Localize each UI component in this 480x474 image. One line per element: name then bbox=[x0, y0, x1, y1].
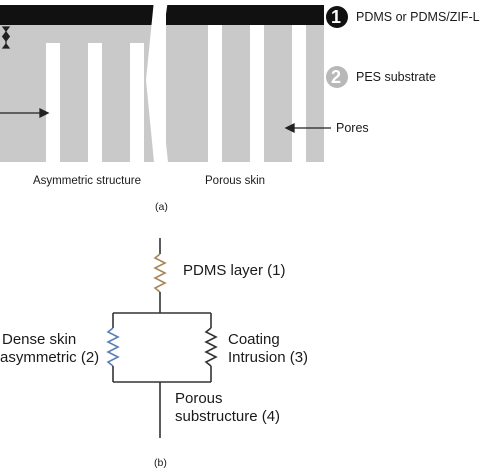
label-asymmetric-structure: Asymmetric structure bbox=[33, 175, 141, 187]
pore-left-1 bbox=[46, 43, 60, 162]
pore-left-2 bbox=[88, 43, 102, 162]
caption-b: (b) bbox=[154, 457, 167, 469]
resistor-coating-intrusion bbox=[204, 327, 218, 367]
badge-2-icon bbox=[326, 66, 348, 88]
label-dense-skin-line2: asymmetric (2) bbox=[0, 349, 100, 366]
pores-arrow-icon bbox=[284, 122, 331, 134]
badge-1-number: 1 bbox=[331, 7, 342, 27]
label-pes-substrate: PES substrate bbox=[356, 70, 436, 84]
resistor-pdms bbox=[153, 253, 167, 293]
label-porous-line1: Porous bbox=[175, 390, 223, 407]
top-layer-right bbox=[166, 5, 324, 25]
resistor-dense-skin bbox=[106, 327, 120, 367]
pore-right-3 bbox=[292, 25, 306, 162]
pore-right-1 bbox=[208, 25, 222, 162]
label-pdms-or-zif: PDMS or PDMS/ZIF-L bbox=[356, 10, 480, 24]
label-porous-line2: substructure (4) bbox=[175, 408, 281, 425]
label-pdms-layer: PDMS layer (1) bbox=[183, 262, 286, 279]
top-layer-left bbox=[0, 5, 156, 25]
thickness-arrows-icon bbox=[1, 26, 11, 49]
badge-1-icon bbox=[326, 6, 348, 28]
label-pores: Pores bbox=[336, 121, 369, 135]
label-coating-line1: Coating bbox=[228, 331, 280, 348]
arrow-left-icon bbox=[0, 107, 50, 119]
label-dense-skin-line1: Dense skin bbox=[2, 331, 77, 348]
break-gap bbox=[146, 0, 168, 162]
label-porous-skin: Porous skin bbox=[205, 175, 266, 187]
caption-a: (a) bbox=[155, 201, 168, 213]
label-coating-line2: Intrusion (3) bbox=[228, 349, 309, 366]
pore-left-3 bbox=[130, 43, 144, 162]
pore-right-2 bbox=[250, 25, 264, 162]
badge-2-number: 2 bbox=[331, 67, 342, 87]
